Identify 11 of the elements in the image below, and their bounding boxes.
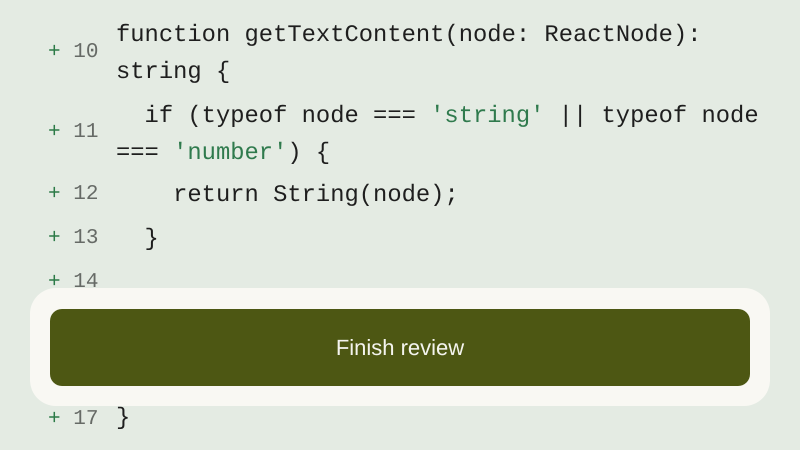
code-line: }: [116, 404, 132, 434]
finish-review-button: Finish review: [50, 309, 750, 386]
action-panel: [30, 288, 770, 406]
line-number: + 14: [48, 271, 98, 295]
line-number: + 12: [48, 183, 98, 207]
code-line: }: [144, 225, 160, 255]
line-number: + 10: [48, 41, 98, 65]
line-number: + 11: [48, 121, 98, 145]
line-number: + 17: [48, 408, 98, 432]
code-line: return String(node);: [172, 181, 460, 211]
line-number: + 13: [48, 227, 98, 251]
